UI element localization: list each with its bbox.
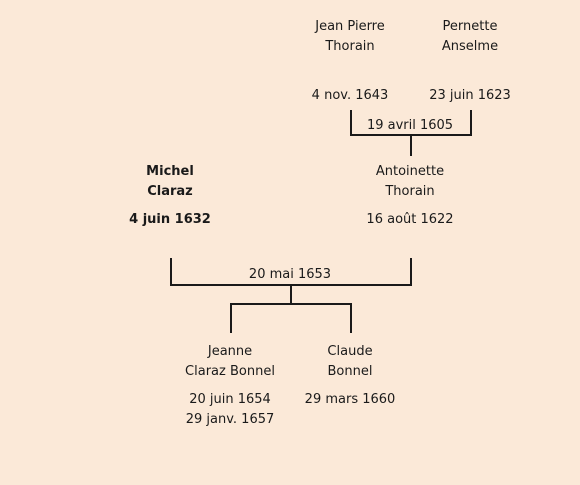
connector-right-vertical <box>410 258 412 286</box>
first-name: Jean Pierre <box>315 19 385 34</box>
marriage-date-main: 20 mai 1653 <box>248 267 332 282</box>
birth-date: 23 juin 1623 <box>429 88 511 103</box>
first-name: Michel <box>146 164 194 179</box>
last-name: Bonnel <box>327 364 373 379</box>
person-jean-pierre-thorain[interactable]: Jean Pierre Thorain <box>275 17 425 57</box>
first-name: Jeanne <box>207 344 253 359</box>
connector-left-vertical <box>350 110 352 136</box>
marriage-date-top: 19 avril 1605 <box>366 118 454 133</box>
connector-down <box>410 134 412 156</box>
last-name: Claraz <box>147 184 193 199</box>
first-name: Pernette <box>442 19 498 34</box>
last-name: Thorain <box>385 184 435 199</box>
birth-date: 4 nov. 1643 <box>311 88 389 103</box>
birth-date: 20 juin 1654 <box>189 392 271 407</box>
first-name: Antoinette <box>375 164 445 179</box>
person-pernette-anselme[interactable]: Pernette Anselme <box>395 17 545 57</box>
connector-child-left <box>230 303 232 333</box>
last-name: Claraz Bonnel <box>185 364 275 379</box>
birth-date: 29 mars 1660 <box>304 392 396 407</box>
birth-date: 16 août 1622 <box>366 212 454 227</box>
connector-children-horizontal <box>230 303 352 305</box>
person-claude-bonnel[interactable]: Claude Bonnel 29 mars 1660 <box>275 342 425 410</box>
death-date: 29 janv. 1657 <box>185 412 275 427</box>
connector-child-right <box>350 303 352 333</box>
connector-down <box>290 284 292 304</box>
first-name: Claude <box>327 344 373 359</box>
birth-date: 4 juin 1632 <box>129 212 211 227</box>
person-antoinette-thorain[interactable]: Antoinette Thorain 16 août 1622 <box>335 162 485 230</box>
connector-right-vertical <box>470 110 472 136</box>
connector-left-vertical <box>170 258 172 286</box>
last-name: Thorain <box>325 39 375 54</box>
person-jeanne-claraz-bonnel[interactable]: Jeanne Claraz Bonnel 20 juin 1654 29 jan… <box>155 342 305 430</box>
last-name: Anselme <box>441 39 499 54</box>
person-michel-claraz[interactable]: Michel Claraz 4 juin 1632 <box>95 162 245 230</box>
